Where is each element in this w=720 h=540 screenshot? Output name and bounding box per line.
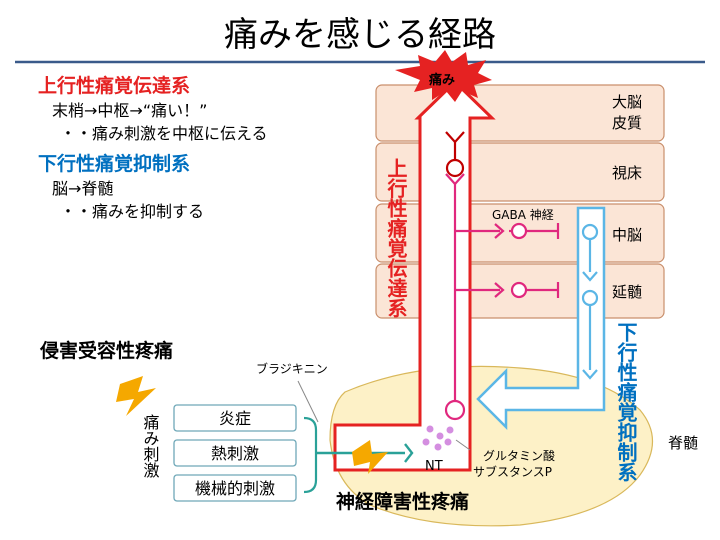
gaba-neuron-midbrain-soma <box>510 222 528 240</box>
descending-heading: 下行性痛覚抑制系 <box>38 152 190 175</box>
gaba-neuron-medulla <box>527 282 560 298</box>
descending-neuron-soma-1 <box>581 223 599 241</box>
stimulus-box-inflammation <box>173 404 297 432</box>
ascending-neuron <box>445 173 505 400</box>
region-medulla-label: 延髄 <box>612 283 642 301</box>
neurotransmitter-vesicles <box>422 425 454 451</box>
neuropathic-pain-heading: 神経障害性疼痛 <box>336 490 469 513</box>
descending-vertical-label: 下行性痛覚抑制系 <box>614 322 638 482</box>
stimuli-bracket <box>303 416 318 494</box>
substance-p-label: サブスタンスP <box>473 464 552 479</box>
gaba-neuron-medulla-soma <box>510 281 528 299</box>
ascending-vertical-label: 上行性痛覚伝達系 <box>384 158 408 318</box>
thalamic-neuron-soma <box>445 158 465 178</box>
descending-neurons <box>582 240 598 380</box>
region-cortex-label-2: 皮質 <box>612 114 642 132</box>
nt-leader-line <box>455 439 471 451</box>
ascending-pathway-arrow <box>333 79 496 472</box>
nt-label: NT <box>425 459 443 474</box>
region-cortex-label-1: 大脳 <box>612 93 642 111</box>
ascending-neuron-soma <box>444 399 466 421</box>
pain-burst-label: 痛み <box>428 72 455 88</box>
ascending-line2: ・・痛み刺激を中枢に伝える <box>60 124 268 143</box>
lightning-icon <box>116 376 156 416</box>
descending-line1: 脳→脊髄 <box>52 179 113 198</box>
stimulus-mechanical: 機械的刺激 <box>195 479 275 498</box>
ascending-line1: 末梢→中枢→“痛い！” <box>52 101 207 120</box>
thalamic-neuron <box>445 131 465 160</box>
descending-line2: ・・痛みを抑制する <box>60 202 204 221</box>
svg-text:上行性痛覚伝達系: 上行性痛覚伝達系 <box>384 158 408 318</box>
stimuli-vertical-label: 痛み刺激 <box>141 414 160 479</box>
region-midbrain-label: 中脳 <box>612 226 642 244</box>
bradykinin-label: ブラジキニン <box>256 361 328 376</box>
descending-neuron-soma-2 <box>581 289 599 307</box>
gaba-label: GABA 神経 <box>492 208 554 222</box>
stimulus-box-mechanical <box>173 474 297 502</box>
glutamate-label: グルタミン酸 <box>483 448 555 463</box>
stimulus-box-heat <box>173 439 297 467</box>
svg-text:下行性痛覚抑制系: 下行性痛覚抑制系 <box>614 322 638 482</box>
bradykinin-leader-line <box>297 380 319 423</box>
spinal-cord-label: 脊髄 <box>668 434 698 452</box>
region-thalamus-label: 視床 <box>612 164 642 182</box>
ascending-heading: 上行性痛覚伝達系 <box>38 74 190 97</box>
stimulus-heat: 熱刺激 <box>211 444 259 463</box>
pain-burst-shape <box>395 50 492 102</box>
page-title: 痛みを感じる経路 <box>224 15 496 55</box>
stimulus-inflammation: 炎症 <box>219 409 251 428</box>
svg-text:痛み刺激: 痛み刺激 <box>141 414 160 479</box>
lightning-icon-nerve <box>352 440 388 474</box>
nociceptive-pain-heading: 侵害受容性疼痛 <box>39 339 173 362</box>
